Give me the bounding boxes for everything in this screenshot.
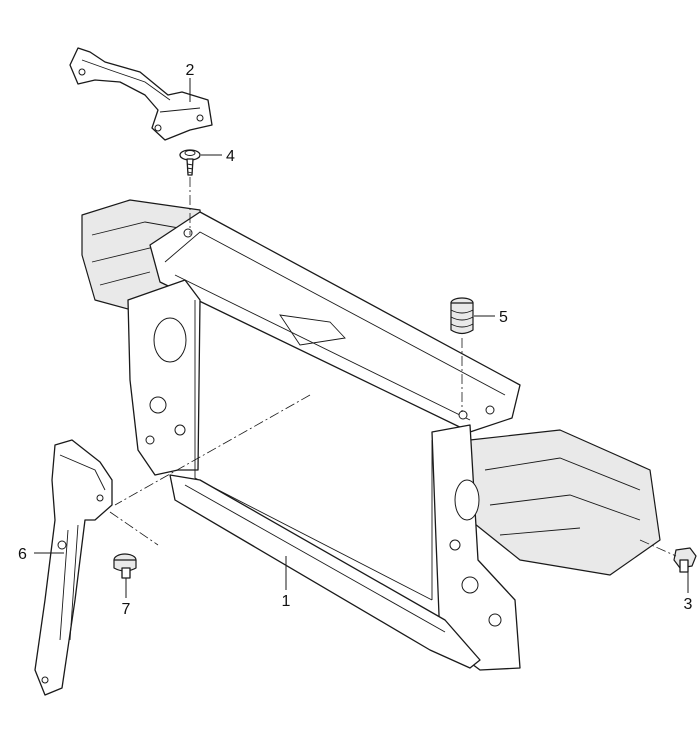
callout-labels: 2 4 5 6 7 1 3 — [18, 62, 693, 618]
callout-6: 6 — [18, 546, 27, 563]
assembly-lines — [109, 177, 677, 557]
callout-4: 4 — [226, 148, 235, 165]
callout-5: 5 — [499, 309, 508, 326]
part-3-bolt — [673, 547, 697, 573]
part-2-bracket — [69, 47, 213, 141]
part-6-side-support — [34, 439, 113, 696]
callout-1: 1 — [282, 593, 291, 610]
part-5-rubber-buffer — [450, 297, 474, 335]
part-1-front-carrier — [81, 199, 661, 671]
leader-lines — [34, 78, 689, 598]
callout-7: 7 — [122, 601, 131, 618]
part-7-bolt — [113, 553, 137, 579]
callout-3: 3 — [684, 596, 693, 613]
callout-2: 2 — [186, 62, 195, 79]
part-4-screw — [179, 149, 201, 176]
